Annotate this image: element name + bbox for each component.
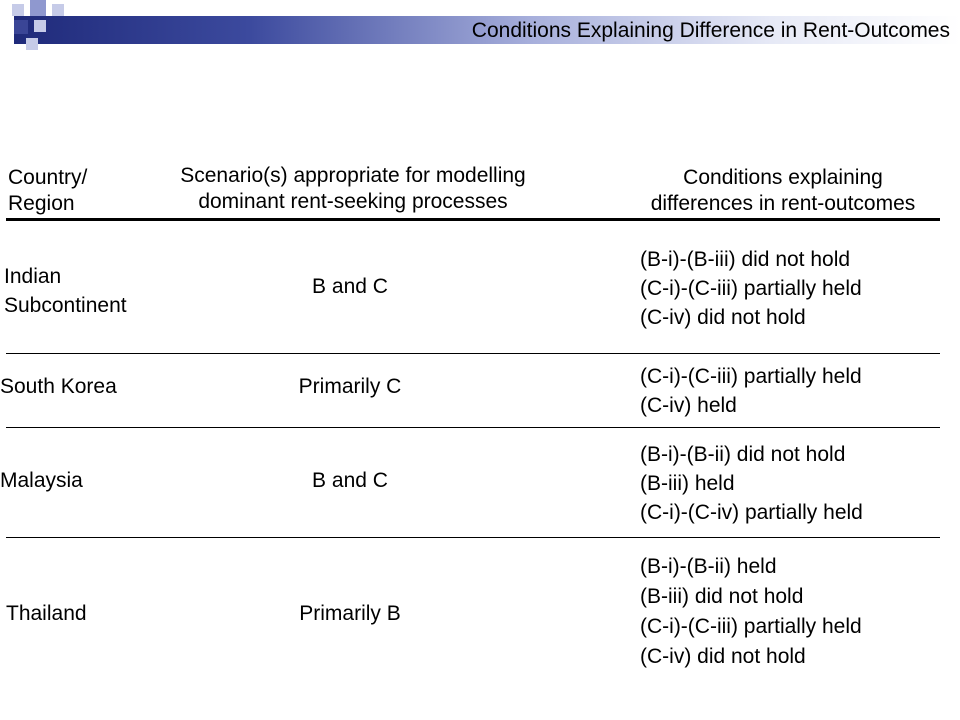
- logo-square: [12, 4, 24, 16]
- column-header-region: Country/ Region: [8, 165, 87, 217]
- condition-line: (C-i)-(C-iv) partially held: [640, 501, 863, 524]
- condition-line: (C-i)-(C-iii) partially held: [640, 615, 862, 638]
- condition-line: (B-i)-(B-ii) held: [640, 555, 777, 578]
- condition-line: (B-iii) held: [640, 472, 735, 495]
- row-2-conditions: (C-i)-(C-iii) partially held (C-iv) held: [640, 362, 862, 420]
- condition-line: (B-i)-(B-ii) did not hold: [640, 443, 846, 466]
- region-line: South Korea: [0, 375, 117, 398]
- row-1-conditions: (B-i)-(B-iii) did not hold (C-i)-(C-iii)…: [640, 245, 862, 332]
- row-2-scenario: Primarily C: [298, 375, 402, 398]
- condition-line: (B-iii) did not hold: [640, 585, 804, 608]
- region-line: Thailand: [6, 602, 87, 625]
- condition-line: (B-i)-(B-iii) did not hold: [640, 248, 851, 271]
- logo-square: [34, 20, 46, 32]
- region-line: Malaysia: [0, 469, 83, 492]
- header-line: differences in rent-outcomes: [650, 192, 916, 215]
- row-1-scenario: B and C: [312, 275, 388, 298]
- row-4-region: Thailand: [6, 600, 87, 628]
- condition-line: (C-i)-(C-iii) partially held: [640, 277, 862, 300]
- region-line: Subcontinent: [4, 294, 127, 317]
- row-2-region: South Korea: [0, 373, 117, 401]
- row-4-conditions: (B-i)-(B-ii) held (B-iii) did not hold (…: [640, 552, 862, 672]
- logo-square: [30, 0, 46, 16]
- slide-title: Conditions Explaining Difference in Rent…: [471, 19, 950, 42]
- header-line: Scenario(s) appropriate for modelling: [180, 164, 526, 187]
- condition-line: (C-iv) held: [640, 394, 737, 417]
- row-3-conditions: (B-i)-(B-ii) did not hold (B-iii) held (…: [640, 440, 863, 527]
- logo-square: [26, 38, 38, 50]
- region-line: Indian: [4, 265, 62, 288]
- column-header-scenario: Scenario(s) appropriate for modelling do…: [140, 163, 566, 215]
- condition-line: (C-iv) did not hold: [640, 306, 806, 329]
- header-line: Conditions explaining: [683, 166, 883, 189]
- header-line: dominant rent-seeking processes: [198, 190, 508, 213]
- row-4-scenario: Primarily B: [299, 602, 401, 625]
- row-3-region: Malaysia: [0, 467, 83, 495]
- row-divider: [6, 537, 940, 538]
- header-rule: [6, 218, 940, 221]
- column-header-conditions: Conditions explaining differences in ren…: [620, 165, 946, 217]
- logo-square: [52, 4, 64, 16]
- row-divider: [6, 427, 940, 428]
- header-band: [14, 16, 960, 44]
- logo-square: [14, 20, 28, 34]
- row-1-region: Indian Subcontinent: [4, 262, 127, 320]
- header-line: Region: [8, 192, 75, 215]
- condition-line: (C-i)-(C-iii) partially held: [640, 365, 862, 388]
- row-divider: [6, 353, 940, 354]
- row-3-scenario: B and C: [312, 469, 388, 492]
- condition-line: (C-iv) did not hold: [640, 645, 806, 668]
- header-line: Country/: [8, 166, 88, 189]
